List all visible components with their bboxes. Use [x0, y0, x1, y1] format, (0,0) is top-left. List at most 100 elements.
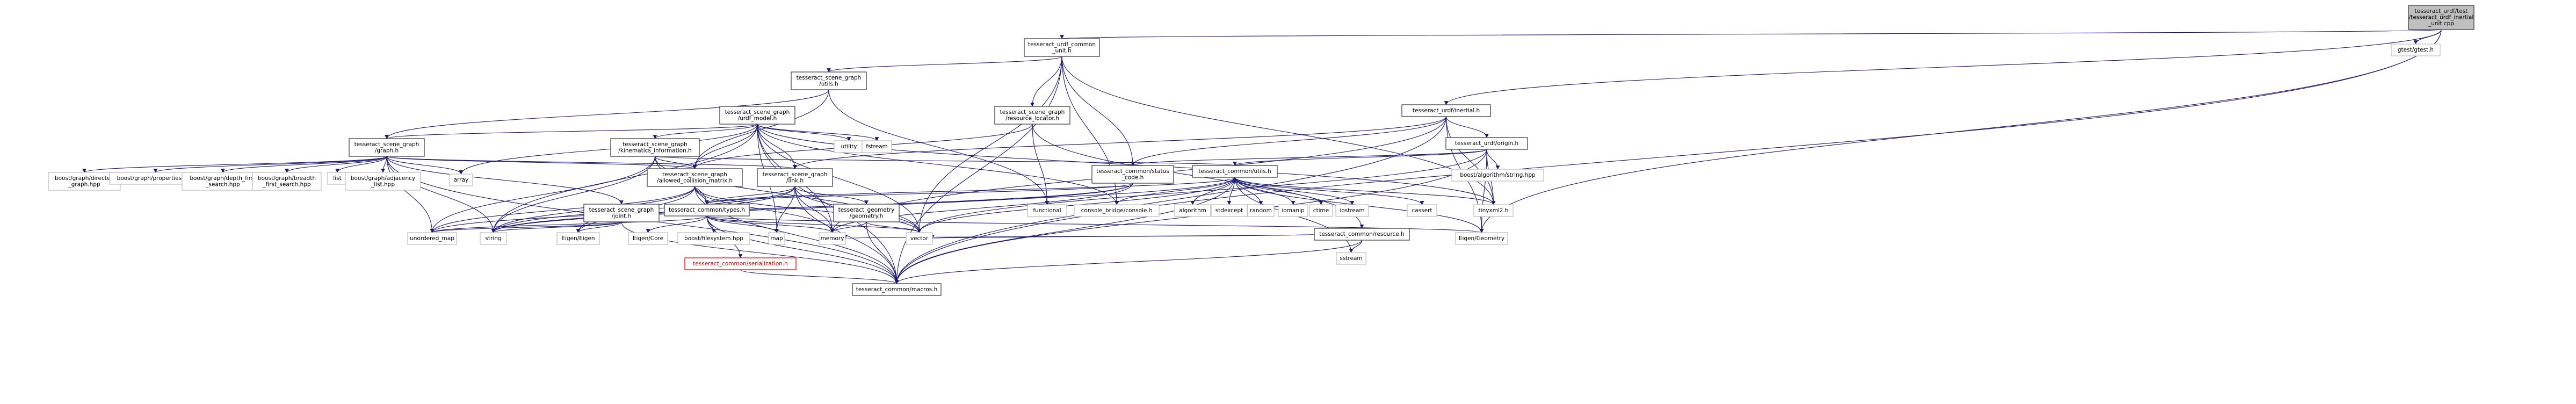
edge-sg_urdf_model-to-sg_graph — [385, 124, 758, 139]
node-common-types[interactable]: tesseract_common/types.h — [664, 204, 750, 217]
edge-common_resource-to-sstream — [1349, 240, 1363, 253]
node-label: /graph.h — [375, 148, 399, 154]
node-sg-joint[interactable]: tesseract_scene_graph/joint.h — [583, 204, 660, 222]
node-map: map — [768, 232, 785, 245]
node-label: utility — [841, 143, 857, 150]
edge-urdf_origin-to-common_status_code — [1131, 149, 1487, 166]
edge-sg_urdf_model-to-utility — [757, 124, 851, 141]
node-urdf-common-unit[interactable]: tesseract_urdf_common_unit.h — [1024, 38, 1100, 57]
node-box — [1473, 204, 1514, 217]
node-bg-adjacency: boost/graph/adjacency_list.hpp — [345, 172, 421, 191]
edge-sg_urdf_model-to-fstream — [757, 124, 879, 141]
node-geometry[interactable]: tesseract_geometry/geometry.h — [833, 204, 900, 222]
node-box — [833, 204, 900, 222]
node-urdf-origin[interactable]: tesseract_urdf/origin.h — [1445, 137, 1528, 150]
edge-sg_acm-to-common_types — [694, 186, 709, 205]
edge-urdf_inertial-to-urdf_origin — [1445, 116, 1489, 138]
node-box — [407, 232, 457, 245]
node-label: memory — [821, 235, 844, 242]
edge-common_types-to-eigen_core — [646, 215, 707, 233]
node-label: tesseract_urdf/origin.h — [1455, 140, 1518, 147]
node-box — [664, 204, 750, 217]
edge-sg_utils-to-functional — [828, 89, 1050, 205]
edge-sg_joint-to-string — [491, 221, 622, 233]
node-label: tesseract_scene_graph — [662, 171, 727, 178]
node-label: tesseract_scene_graph — [354, 141, 419, 148]
node-vector: vector — [906, 232, 933, 245]
node-label: tesseract_urdf_common — [1028, 41, 1096, 48]
edge-sg_joint-to-unordered_map — [430, 221, 622, 233]
node-label: iostream — [1340, 207, 1364, 214]
node-string: string — [480, 232, 507, 245]
edge-sg_link-to-map — [775, 186, 795, 233]
edge-sg_link-to-common_types — [705, 186, 795, 205]
edge-sg_urdf_model-to-array — [459, 124, 758, 175]
node-label: tesseract_common/resource.h — [1319, 231, 1405, 237]
node-label: iomanip — [1282, 207, 1305, 214]
node-root[interactable]: tesseract_urdf/test/tesseract_urdf_inert… — [2408, 5, 2474, 30]
node-label: /geometry.h — [850, 213, 884, 220]
node-box — [252, 172, 322, 191]
edge-sg_kinematics-to-common_utils — [654, 156, 1236, 166]
edge-urdf_common_unit-to-sg_utils — [827, 56, 1062, 73]
edge-common_utils-to-cassert — [1234, 177, 1424, 205]
node-box — [684, 257, 797, 270]
edge-sg_graph-to-bg_directed — [82, 156, 387, 173]
node-sg-utils[interactable]: tesseract_scene_graph/utils.h — [791, 71, 867, 90]
edge-common_types-to-unordered_map — [430, 215, 707, 233]
node-array: array — [449, 174, 473, 186]
node-common-utils[interactable]: tesseract_common/utils.h — [1192, 165, 1278, 178]
node-box — [1027, 204, 1067, 217]
node-memory: memory — [819, 232, 846, 245]
edge-sg_urdf_model-to-console_bridge — [757, 124, 1119, 205]
dependency-edges — [82, 29, 2442, 284]
node-boost-filesystem: boost/filesystem.hpp — [677, 232, 750, 245]
node-box — [1024, 38, 1100, 57]
node-sstream: sstream — [1336, 252, 1366, 265]
node-sg-kinematics[interactable]: tesseract_scene_graph/kinematics_informa… — [610, 138, 700, 157]
node-box — [1074, 204, 1160, 217]
node-box — [1336, 252, 1366, 265]
node-label: functional — [1033, 207, 1061, 214]
edge-sg_graph-to-bg_dfs — [221, 156, 387, 173]
node-sg-graph[interactable]: tesseract_scene_graph/graph.h — [349, 138, 425, 157]
node-label: _list.hpp — [371, 182, 395, 188]
node-label: tesseract_common/utils.h — [1198, 168, 1271, 175]
node-tinyxml2: tinyxml2.h — [1473, 204, 1514, 217]
edge-sg_urdf_model-to-common_macros — [757, 124, 899, 284]
node-label: /resource_locator.h — [1005, 116, 1059, 122]
node-label: _graph.hpp — [68, 182, 100, 188]
edge-common_utils-to-common_macros — [894, 177, 1235, 284]
node-sg-urdf-model[interactable]: tesseract_scene_graph/urdf_model.h — [719, 106, 795, 125]
node-label: tesseract_scene_graph — [725, 109, 790, 116]
edge-sg_graph-to-sg_link — [386, 156, 797, 169]
edge-sg_urdf_model-to-string — [491, 124, 758, 233]
node-label: tesseract_urdf/test — [2415, 8, 2468, 15]
node-label: gtest/gtest.h — [2398, 47, 2434, 53]
node-label: /utils.h — [819, 81, 838, 88]
edge-sg_utils-to-sg_graph — [385, 89, 829, 139]
edge-sg_resource_locator-to-functional — [1032, 124, 1050, 205]
node-sg-link[interactable]: tesseract_scene_graph/link.h — [757, 168, 833, 187]
edge-common_utils-to-common_types — [705, 177, 1235, 205]
node-urdf-inertial[interactable]: tesseract_urdf/inertial.h — [1401, 104, 1491, 117]
node-algorithm: algorithm — [1174, 204, 1211, 217]
node-eigen-core: Eigen/Core — [628, 232, 668, 245]
node-box — [48, 172, 121, 191]
node-label: /urdf_model.h — [738, 116, 777, 122]
node-bg-dfs: boost/graph/depth_first_search.hpp — [182, 172, 264, 191]
node-common-serialization[interactable]: tesseract_common/serialization.h — [684, 257, 797, 270]
node-sg-resource-locator[interactable]: tesseract_scene_graph/resource_locator.h — [994, 106, 1070, 125]
node-sg-acm[interactable]: tesseract_scene_graph/allowed_collision_… — [647, 168, 743, 187]
node-common-resource[interactable]: tesseract_common/resource.h — [1314, 228, 1410, 241]
edge-urdf_common_unit-to-vector — [917, 56, 1062, 233]
node-ctime: ctime — [1309, 204, 1333, 217]
node-common-macros[interactable]: tesseract_common/macros.h — [852, 283, 942, 296]
node-label: boost/graph/properties.hpp — [117, 175, 194, 182]
edge-root-to-urdf_common_unit — [1061, 29, 2442, 39]
node-label: algorithm — [1179, 207, 1206, 214]
node-cassert: cassert — [1407, 204, 1437, 217]
edge-urdf_inertial-to-common_macros — [894, 116, 1447, 284]
edge-common_resource-to-vector — [931, 234, 1315, 239]
node-common-status-code[interactable]: tesseract_common/status_code.h — [1091, 165, 1174, 184]
